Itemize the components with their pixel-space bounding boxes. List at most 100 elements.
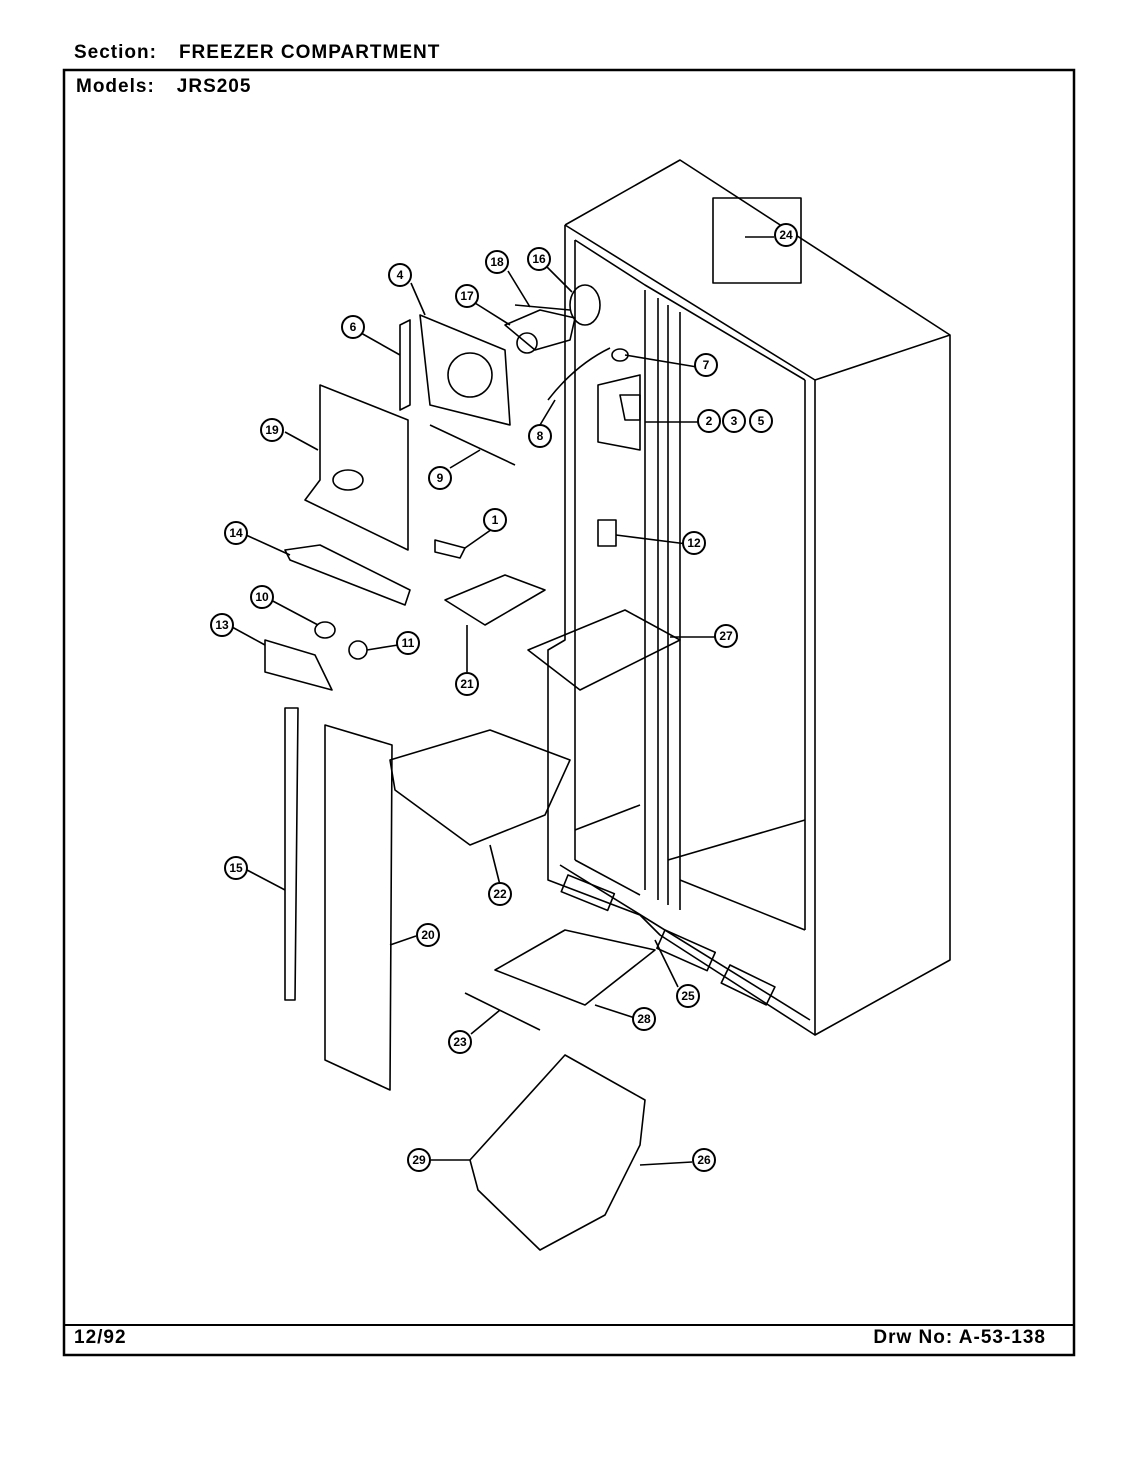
- callout-label: 27: [719, 629, 733, 643]
- models-label: Models:: [76, 76, 155, 97]
- callout-circle: [428, 466, 452, 490]
- callout-7: 7: [694, 353, 718, 377]
- callout-label: 24: [779, 228, 793, 242]
- callout-circle: [455, 672, 479, 696]
- callout-circle: [341, 315, 365, 339]
- callout-17: 17: [455, 284, 479, 308]
- callout-18: 18: [485, 250, 509, 274]
- callout-10: 10: [250, 585, 274, 609]
- callout-circle: [676, 984, 700, 1008]
- callout-label: 2: [706, 414, 713, 428]
- callout-label: 3: [731, 414, 738, 428]
- callout-28: 28: [632, 1007, 656, 1031]
- callout-5: 5: [749, 409, 773, 433]
- callout-19: 19: [260, 418, 284, 442]
- models-heading: Models: JRS205: [76, 76, 251, 98]
- callout-label: 4: [397, 268, 404, 282]
- bracket-part: [434, 539, 466, 559]
- callout-25: 25: [676, 984, 700, 1008]
- freezer-cabinet: [547, 159, 951, 1036]
- drw-value: A-53-138: [958, 1327, 1046, 1348]
- callout-label: 18: [490, 255, 504, 269]
- callout-circle: [488, 882, 512, 906]
- callout-6: 6: [341, 315, 365, 339]
- fan-motor-assembly: [504, 284, 641, 547]
- section-heading: Section: FREEZER COMPARTMENT: [74, 42, 440, 64]
- models-value: JRS205: [176, 76, 252, 97]
- callout-circle: [714, 624, 738, 648]
- callout-29: 29: [407, 1148, 431, 1172]
- diagram-frame: [62, 68, 1076, 1357]
- callout-3: 3: [722, 409, 746, 433]
- callout-label: 12: [687, 536, 701, 550]
- freezer-pan: [389, 729, 571, 846]
- callout-circle: [396, 631, 420, 655]
- callout-circle: [250, 585, 274, 609]
- callout-label: 6: [350, 320, 357, 334]
- callout-circle: [448, 1030, 472, 1054]
- callout-11: 11: [396, 631, 420, 655]
- leader-lines: [231, 236, 774, 1166]
- callout-circle: [455, 284, 479, 308]
- callout-2: 2: [697, 409, 721, 433]
- callout-label: 9: [437, 471, 444, 485]
- callout-label: 10: [255, 590, 269, 604]
- callout-23: 23: [448, 1030, 472, 1054]
- callout-16: 16: [527, 247, 551, 271]
- bracket-opening: [447, 352, 493, 398]
- callout-label: 25: [681, 989, 695, 1003]
- callout-label: 14: [229, 526, 243, 540]
- section-value: FREEZER COMPARTMENT: [178, 42, 441, 63]
- callout-14: 14: [224, 521, 248, 545]
- callout-label: 19: [265, 423, 279, 437]
- trim-strip: [284, 707, 299, 1001]
- wire-shelf-upper: [527, 609, 681, 691]
- callout-circle: [483, 508, 507, 532]
- callout-circle: [224, 856, 248, 880]
- callout-circle: [682, 531, 706, 555]
- cover-grille: [332, 469, 364, 491]
- callout-circle: [528, 424, 552, 448]
- callout-label: 16: [532, 252, 546, 266]
- callout-15: 15: [224, 856, 248, 880]
- callout-1: 1: [483, 508, 507, 532]
- callout-label: 22: [493, 887, 507, 901]
- callout-circle: [722, 409, 746, 433]
- callout-label: 11: [402, 636, 415, 650]
- callout-27: 27: [714, 624, 738, 648]
- callout-26: 26: [692, 1148, 716, 1172]
- fan-cover: [304, 384, 409, 551]
- light-bulb: [348, 640, 368, 660]
- wire-shelf-lower: [494, 929, 656, 1006]
- drw-label: Drw No:: [873, 1327, 954, 1348]
- drawing-number: Drw No: A-53-138: [873, 1327, 1046, 1349]
- callout-label: 1: [492, 513, 499, 527]
- callout-circle: [416, 923, 440, 947]
- callout-circle: [692, 1148, 716, 1172]
- callout-circle: [749, 409, 773, 433]
- callout-label: 21: [460, 677, 474, 691]
- callout-9: 9: [428, 466, 452, 490]
- light-housing: [284, 544, 411, 606]
- section-label: Section:: [74, 42, 157, 63]
- callout-8: 8: [528, 424, 552, 448]
- callout-circle: [210, 613, 234, 637]
- callout-22: 22: [488, 882, 512, 906]
- callout-21: 21: [455, 672, 479, 696]
- ice-bin: [469, 1054, 646, 1251]
- callout-circle: [774, 223, 798, 247]
- callout-24: 24: [774, 223, 798, 247]
- light-socket: [314, 621, 336, 639]
- shelf-rail: [464, 992, 541, 1031]
- callout-label: 7: [703, 358, 710, 372]
- callout-4: 4: [388, 263, 412, 287]
- callout-label: 5: [758, 414, 765, 428]
- callout-circle: [527, 247, 551, 271]
- callout-circle: [388, 263, 412, 287]
- callout-label: 28: [637, 1012, 651, 1026]
- callout-label: 26: [697, 1153, 711, 1167]
- ice-tray: [444, 574, 546, 626]
- callout-circle: [407, 1148, 431, 1172]
